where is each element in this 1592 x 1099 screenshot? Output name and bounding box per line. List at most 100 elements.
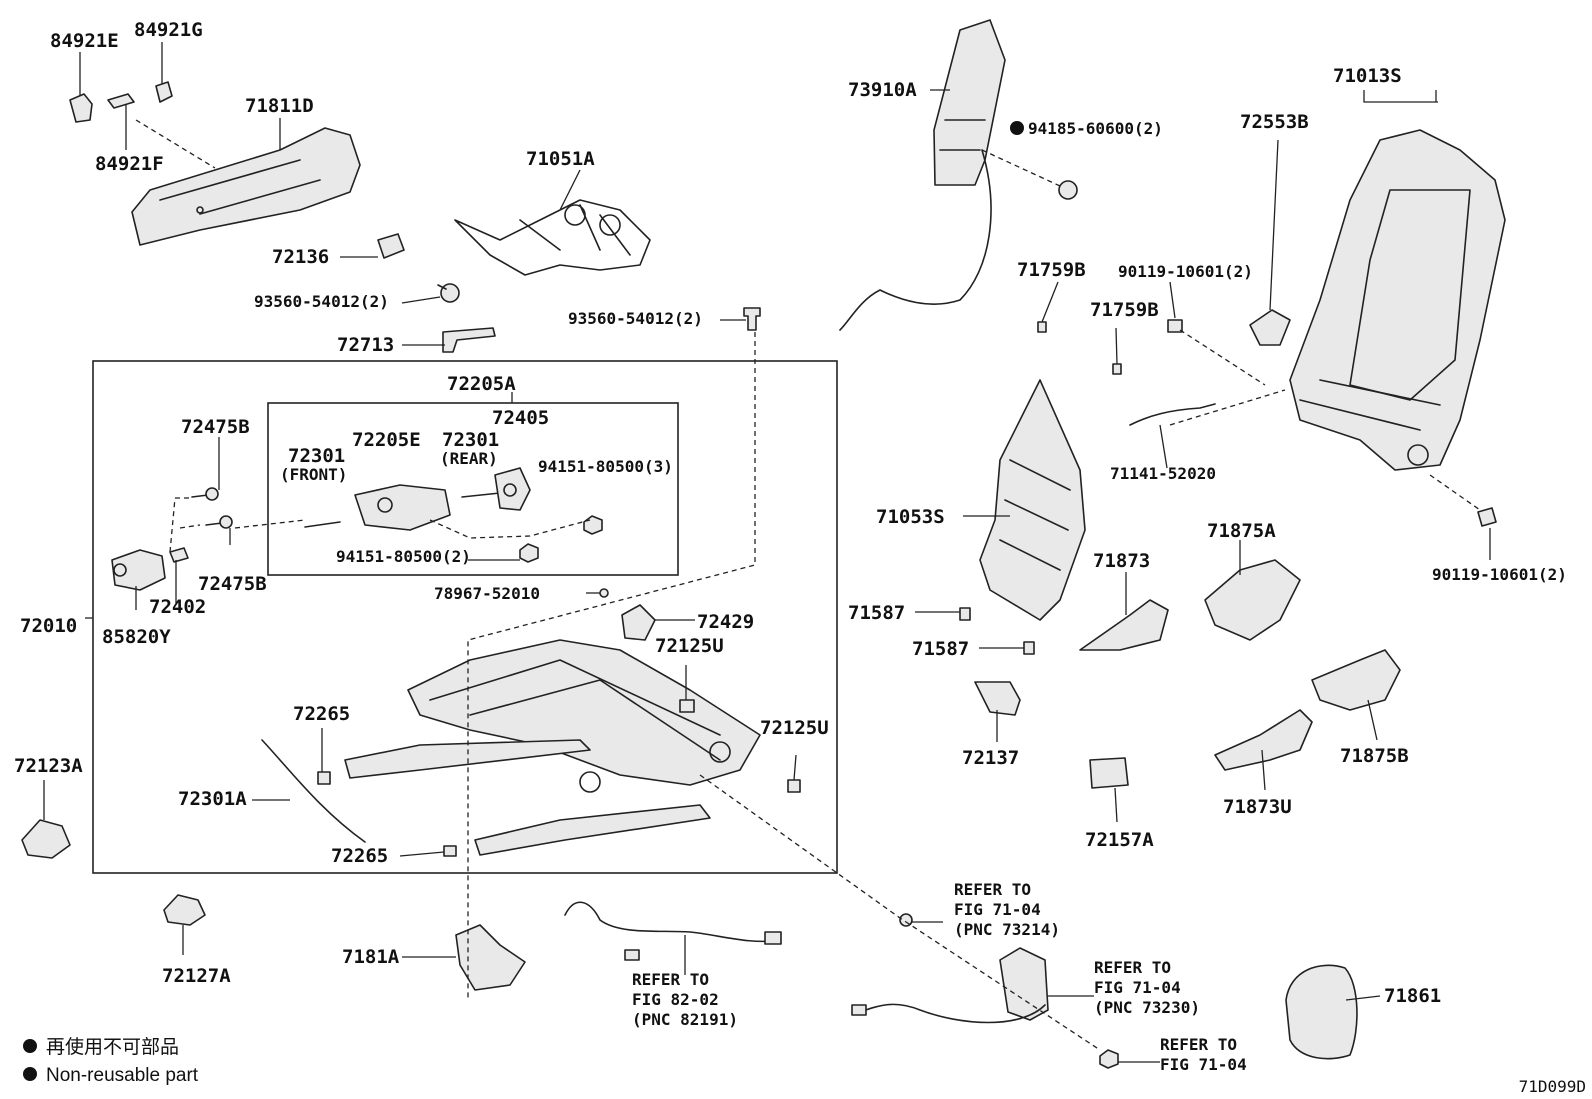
label-72205E: 72205E [352, 429, 421, 451]
refer-82191-line1: REFER TO [632, 970, 709, 989]
refer-note-73214: REFER TO FIG 71-04 (PNC 73214) [954, 880, 1060, 939]
figure-code: 71D099D [1519, 1077, 1586, 1096]
label-72205A: 72205A [447, 373, 516, 395]
clip-72125U-upper-part [679, 699, 695, 713]
label-72713: 72713 [337, 334, 394, 356]
label-72010: 72010 [20, 615, 77, 637]
cable-72301A-part [261, 739, 366, 843]
label-front: (FRONT) [280, 465, 347, 484]
label-71051A: 71051A [526, 148, 595, 170]
label-71587-lower: 71587 [912, 638, 969, 660]
nut-94151-bottom-part [519, 543, 539, 563]
nut-refer-bottom-part [1099, 1049, 1119, 1069]
label-72157A: 72157A [1085, 829, 1154, 851]
label-93560-right: 93560-54012(2) [568, 309, 703, 328]
bracket-72429-part [621, 604, 656, 641]
refer-73230-line1: REFER TO [1094, 958, 1171, 977]
label-71811D: 71811D [245, 95, 314, 117]
label-7181A: 7181A [342, 946, 400, 968]
cover-72123A-part [21, 819, 71, 859]
label-72405: 72405 [492, 407, 549, 429]
clip-72157A-part [1089, 757, 1129, 789]
cap-71861-part [1285, 964, 1358, 1060]
bracket-71873-part [1079, 599, 1169, 651]
label-71759B-upper: 71759B [1017, 259, 1086, 281]
clip-72136-part [377, 233, 405, 259]
clip-71759B-upper-part [1037, 321, 1047, 333]
refer-note-82191: REFER TO FIG 82-02 (PNC 82191) [632, 970, 738, 1029]
clip-71587-lower-part [1023, 641, 1035, 655]
label-71759B-lower: 71759B [1090, 299, 1159, 321]
label-72301-rear: 72301 [442, 429, 499, 451]
clip-72265-lower-part [443, 845, 457, 857]
recliner-72405-part [494, 467, 531, 511]
nut-73214-part [899, 913, 913, 927]
assembly-box-72205A [267, 402, 679, 576]
label-72402: 72402 [149, 596, 206, 618]
dashed-lines [135, 119, 1481, 1051]
clip-78967-part [599, 588, 609, 598]
hook-72553B-part [1249, 309, 1291, 346]
label-73910A: 73910A [848, 79, 917, 101]
label-71587-upper: 71587 [848, 602, 905, 624]
refer-73214-line3: (PNC 73214) [954, 920, 1060, 939]
seatback-frame-71013S-part [1289, 129, 1506, 471]
clip-71587-upper-part [959, 607, 971, 621]
refer-73214-line2: FIG 71-04 [954, 900, 1041, 919]
refer-bottom-line2: FIG 71-04 [1160, 1055, 1247, 1074]
label-90119-upper: 90119-10601(2) [1118, 262, 1253, 281]
label-84921F: 84921F [95, 153, 164, 175]
legend-line-jp: 再使用不可部品 [46, 1036, 179, 1058]
clip-84921G-part [155, 81, 173, 103]
label-72125U-lower: 72125U [760, 717, 829, 739]
harness-82191-part [564, 901, 782, 961]
label-71053S: 71053S [876, 506, 945, 528]
clip-71759B-lower-part [1112, 363, 1122, 375]
bolt-90119-lower-part [1477, 507, 1497, 527]
non-reusable-marker [1010, 121, 1024, 135]
recliner-rod-72301-rear-part [461, 492, 501, 498]
label-72265-lower: 72265 [331, 845, 388, 867]
recliner-rod-72301-front-part [304, 521, 341, 528]
clip-72265-upper-part [317, 771, 331, 785]
label-72137: 72137 [962, 747, 1019, 769]
motor-85820Y-part [111, 549, 166, 591]
label-90119-lower: 90119-10601(2) [1432, 565, 1567, 584]
refer-note-73230: REFER TO FIG 71-04 (PNC 73230) [1094, 958, 1200, 1017]
label-84921E: 84921E [50, 30, 119, 52]
bolt-72475B-lower-part [205, 515, 233, 529]
clip-72137-part [974, 681, 1021, 716]
seat-frame-72010-part [344, 639, 761, 856]
label-84921G: 84921G [134, 19, 203, 41]
label-85820Y: 85820Y [102, 626, 171, 648]
wire-71141-part [1129, 403, 1216, 426]
bolt-93560-right-part [743, 307, 761, 331]
label-72301-front: 72301 [288, 445, 345, 467]
refer-bottom-line1: REFER TO [1160, 1035, 1237, 1054]
label-94185: 94185-60600(2) [1028, 119, 1163, 138]
bolt-72475B-upper-part [191, 487, 219, 501]
legend-line-en: Non-reusable part [46, 1065, 199, 1086]
lever-72713-part [442, 327, 496, 353]
label-72475B-lower: 72475B [198, 573, 267, 595]
pin-72402-part [169, 547, 189, 563]
clip-72125U-lower-part [787, 779, 801, 793]
refer-82191-line2: FIG 82-02 [632, 990, 719, 1009]
legend-dot-1 [23, 1039, 37, 1053]
legend: 再使用不可部品 Non-reusable part [23, 1036, 199, 1086]
label-94151-3: 94151-80500(3) [538, 457, 673, 476]
label-72553B: 72553B [1240, 111, 1309, 133]
part-labels: 84921E 84921G 84921F 71811D 71051A 72136… [14, 19, 1567, 1007]
cover-72127A-part [163, 894, 206, 926]
label-71013S: 71013S [1333, 65, 1402, 87]
label-rear: (REAR) [440, 449, 498, 468]
bolt-93560-left-part [437, 283, 460, 303]
nut-94151-right-part [583, 515, 603, 535]
label-71873U: 71873U [1223, 796, 1292, 818]
assembly-box-72010 [92, 360, 838, 874]
label-72123A: 72123A [14, 755, 83, 777]
label-72475B-upper: 72475B [181, 416, 250, 438]
side-cover-71811D-part [131, 127, 361, 246]
refer-73214-line1: REFER TO [954, 880, 1031, 899]
label-72127A: 72127A [162, 965, 231, 987]
